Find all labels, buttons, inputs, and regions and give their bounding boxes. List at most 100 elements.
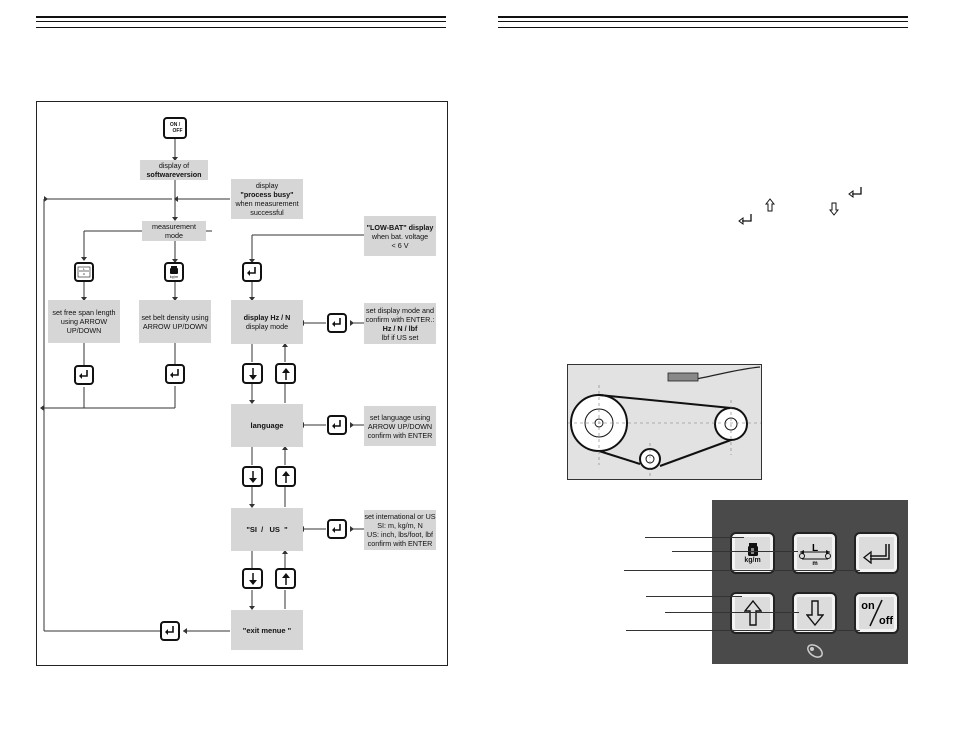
display-note-line-1: set display mode and	[366, 305, 434, 315]
display-note-line-2: confirm with ENTER.:	[365, 314, 435, 324]
weight-icon	[747, 542, 758, 556]
display-mode-note: set display mode and confirm with ENTER.…	[364, 303, 436, 344]
language-note-line-3: confirm with ENTER	[367, 430, 433, 440]
belt-density-box: set belt density using ARROW UP/DOWN	[139, 300, 211, 343]
onoff-key-bottom: OFF	[172, 128, 183, 134]
si-note-line-4: confirm with ENTER	[367, 539, 433, 548]
busy-line-2: "process busy"	[240, 190, 294, 199]
panel-span-key: L m	[792, 532, 837, 574]
si-note-line-3: US: inch, lbs/foot, lbf	[367, 530, 433, 539]
si-us-label: "SI / US "	[246, 525, 288, 534]
arrow-down-icon	[805, 600, 824, 626]
inline-enter-icon-1	[848, 186, 864, 205]
busy-line-4: successful	[250, 208, 284, 217]
onoff-key: ON / OFF	[163, 117, 187, 139]
power-icon: on off	[861, 599, 893, 627]
language-label: language	[250, 421, 284, 430]
software-line-2: softwareversion	[146, 170, 202, 179]
enter-icon	[79, 370, 88, 379]
up-key-1	[275, 363, 296, 384]
arrow-down-icon	[248, 572, 257, 585]
panel-span-label: L	[811, 543, 817, 554]
lowbat-line-2: when bat. voltage	[371, 231, 429, 241]
inline-enter-icon-2	[738, 213, 754, 232]
busy-line-1: display	[255, 181, 279, 190]
enter-icon	[332, 318, 341, 327]
down-key-3	[242, 568, 263, 589]
language-note-line-2: ARROW UP/DOWN	[367, 421, 433, 431]
onoff-key-top: ON /	[169, 122, 181, 128]
span-line-3: UP/DOWN	[66, 326, 102, 335]
density-key-unit: kg/m	[170, 275, 179, 279]
header-rule-left-2	[36, 21, 446, 22]
enter-key-language	[327, 415, 347, 435]
panel-down-key	[792, 592, 837, 634]
lowbat-line-3: < 6 V	[391, 240, 409, 250]
paperclip-icon	[804, 642, 826, 665]
si-note-line-2: SI: m, kg/m, N	[377, 521, 423, 530]
panel-enter-key	[854, 532, 899, 574]
enter-key-si	[327, 519, 347, 539]
exit-menu-label: "exit menue "	[242, 625, 292, 635]
inline-up-arrow-icon	[764, 198, 776, 217]
inline-down-arrow-icon	[828, 202, 840, 221]
leader-line-2	[672, 551, 798, 552]
display-note-line-3: Hz / N / lbf	[382, 323, 418, 333]
keypad-panel	[712, 500, 908, 664]
header-rule-right	[498, 16, 908, 18]
svg-text:L: L	[83, 267, 85, 271]
language-box: language	[231, 404, 303, 447]
panel-up-key	[730, 592, 775, 634]
svg-text:m: m	[83, 273, 86, 276]
header-rule-left	[36, 16, 446, 18]
display-hz-line-2: display mode	[245, 322, 289, 331]
enter-key-span	[74, 365, 94, 385]
leader-line-5	[665, 612, 799, 613]
header-rule-right-3	[498, 27, 908, 28]
density-key: kg/m	[164, 262, 184, 282]
enter-icon	[332, 420, 341, 429]
exit-menu-box: "exit menue "	[231, 610, 303, 650]
leader-line-3	[624, 570, 860, 571]
arrow-up-icon	[281, 367, 290, 380]
arrow-down-icon	[248, 367, 257, 380]
density-line-1: set belt density using	[141, 312, 209, 322]
enter-icon	[862, 544, 890, 564]
process-busy-box: display "process busy" when measurement …	[231, 179, 303, 219]
header-rule-right-2	[498, 21, 908, 22]
down-key-1	[242, 363, 263, 384]
belt-drive-photo	[567, 364, 762, 480]
span-length-box: set free span length using ARROW UP/DOWN	[48, 300, 120, 343]
arrow-up-icon	[281, 470, 290, 483]
density-line-2: ARROW UP/DOWN	[142, 321, 208, 331]
display-note-line-4: lbf if US set	[381, 332, 419, 342]
lowbat-box: "LOW-BAT" display when bat. voltage < 6 …	[364, 216, 436, 256]
enter-icon	[247, 267, 256, 276]
arrow-down-icon	[248, 470, 257, 483]
leader-line-4	[646, 596, 742, 597]
up-key-3	[275, 568, 296, 589]
arrow-up-icon	[281, 572, 290, 585]
span-line-1: set free span length	[52, 308, 116, 317]
language-note-line-1: set language using	[369, 412, 431, 422]
si-us-note: set international or US SI: m, kg/m, N U…	[364, 510, 436, 550]
software-version-box: display of softwareversion	[140, 160, 208, 180]
enter-icon	[170, 369, 179, 378]
measurement-line-2: mode	[165, 231, 183, 240]
si-us-box: "SI / US "	[231, 508, 303, 551]
weight-icon: kg/m	[170, 266, 179, 279]
panel-density-unit: kg/m	[744, 556, 761, 564]
panel-span-unit: m	[812, 561, 817, 566]
measurement-mode-box: measurement mode	[142, 221, 206, 241]
flowchart-frame	[36, 101, 448, 666]
panel-onoff-bottom: off	[878, 615, 892, 627]
span-icon: Lm	[77, 266, 91, 278]
panel-onoff-key: on off	[854, 592, 899, 634]
enter-icon	[165, 626, 174, 635]
display-hz-box: display Hz / N display mode	[231, 300, 303, 344]
enter-icon	[332, 524, 341, 533]
panel-density-key: kg/m	[730, 532, 775, 574]
enter-key-density	[165, 364, 185, 384]
